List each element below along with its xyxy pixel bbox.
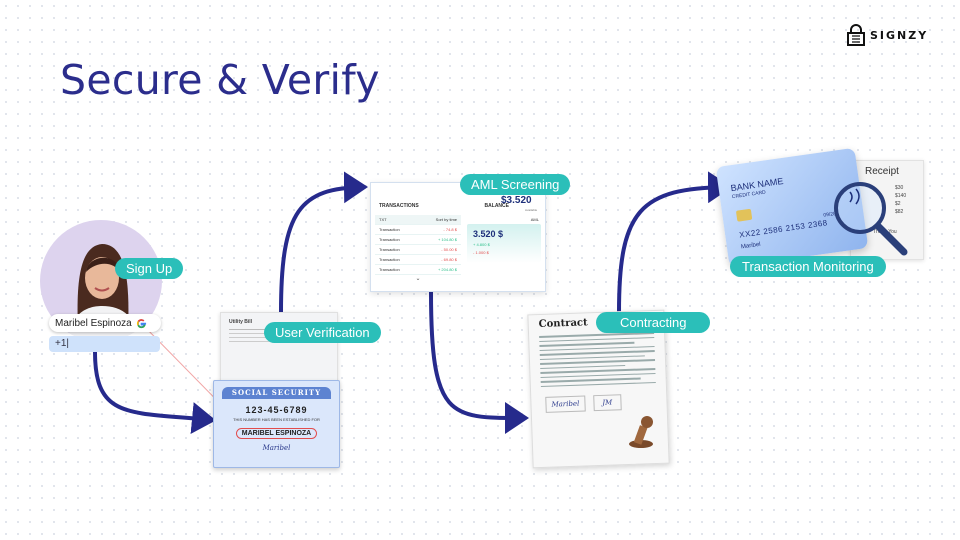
list-header-right: AML <box>530 217 539 222</box>
receipt-title: Receipt <box>865 166 899 177</box>
transactions-panel: TRANSACTIONS BALANCE $3.520 Available TX… <box>370 182 546 292</box>
google-icon <box>136 318 146 328</box>
established-text: THIS NUMBER HAS BEEN ESTABLISHED FOR <box>233 417 320 422</box>
step-user-verification: User Verification <box>264 322 381 343</box>
bill-title: Utility Bill <box>229 319 253 325</box>
card-header: SOCIAL SECURITY <box>222 387 331 399</box>
balance-sub: Available <box>525 208 538 212</box>
card-signature: Maribel <box>262 444 291 452</box>
table-row[interactable]: Transaction- 69.80 $ <box>375 255 461 265</box>
name-value: Maribel Espinoza <box>55 317 132 329</box>
name-field[interactable]: Maribel Espinoza <box>49 314 161 332</box>
balance-amount: $3.520 <box>501 195 532 206</box>
step-sign-up: Sign Up <box>115 258 184 279</box>
signature-1: Maribel <box>545 395 586 413</box>
chip-icon <box>735 208 753 222</box>
balance-label: BALANCE <box>484 203 509 209</box>
signature-2: JM <box>593 394 622 412</box>
social-security-card: SOCIAL SECURITY 123-45-6789 THIS NUMBER … <box>213 380 340 468</box>
signzy-logo: SIGNZY <box>846 24 928 46</box>
balance-tile: 3.520 $ + 4.800 $ - 1.000 $ <box>467 224 541 263</box>
table-row[interactable]: Transaction+ 204.80 $ <box>375 265 461 275</box>
step-contracting: Contracting <box>596 312 711 333</box>
page-title: Secure & Verify <box>60 56 380 104</box>
stamp-icon <box>629 416 653 448</box>
arrow-signup-to-verification <box>93 350 216 434</box>
list-header-left: TXT <box>379 217 387 222</box>
phone-field[interactable]: +1| <box>49 336 160 352</box>
arrow-contracting-to-monitoring <box>617 171 732 314</box>
table-row[interactable]: Transaction- 50.00 $ <box>375 245 461 255</box>
table-row[interactable]: Transaction+ 104.80 $ <box>375 235 461 245</box>
arrow-aml-to-contracting <box>429 290 529 435</box>
step-transaction-monitoring: Transaction Monitoring <box>730 256 886 277</box>
table-row[interactable]: Transaction- 74.8 $ <box>375 225 461 235</box>
card-holder-name: MARIBEL ESPINOZA <box>235 428 318 439</box>
step-aml-screening: AML Screening <box>460 174 571 195</box>
list-header-mid: Sort by time <box>435 217 457 222</box>
lock-icon <box>847 24 865 46</box>
arrow-verification-to-aml <box>279 171 368 314</box>
transactions-label: TRANSACTIONS <box>379 203 419 209</box>
magnifier-icon <box>834 182 908 256</box>
card-number: XX22 2586 2153 2368 <box>738 218 829 240</box>
chevron-down-icon[interactable]: ⌄ <box>415 276 421 282</box>
card-holder: Maribel <box>740 241 761 251</box>
brand-name: SIGNZY <box>870 28 929 42</box>
ssn-number: 123-45-6789 <box>245 405 308 415</box>
